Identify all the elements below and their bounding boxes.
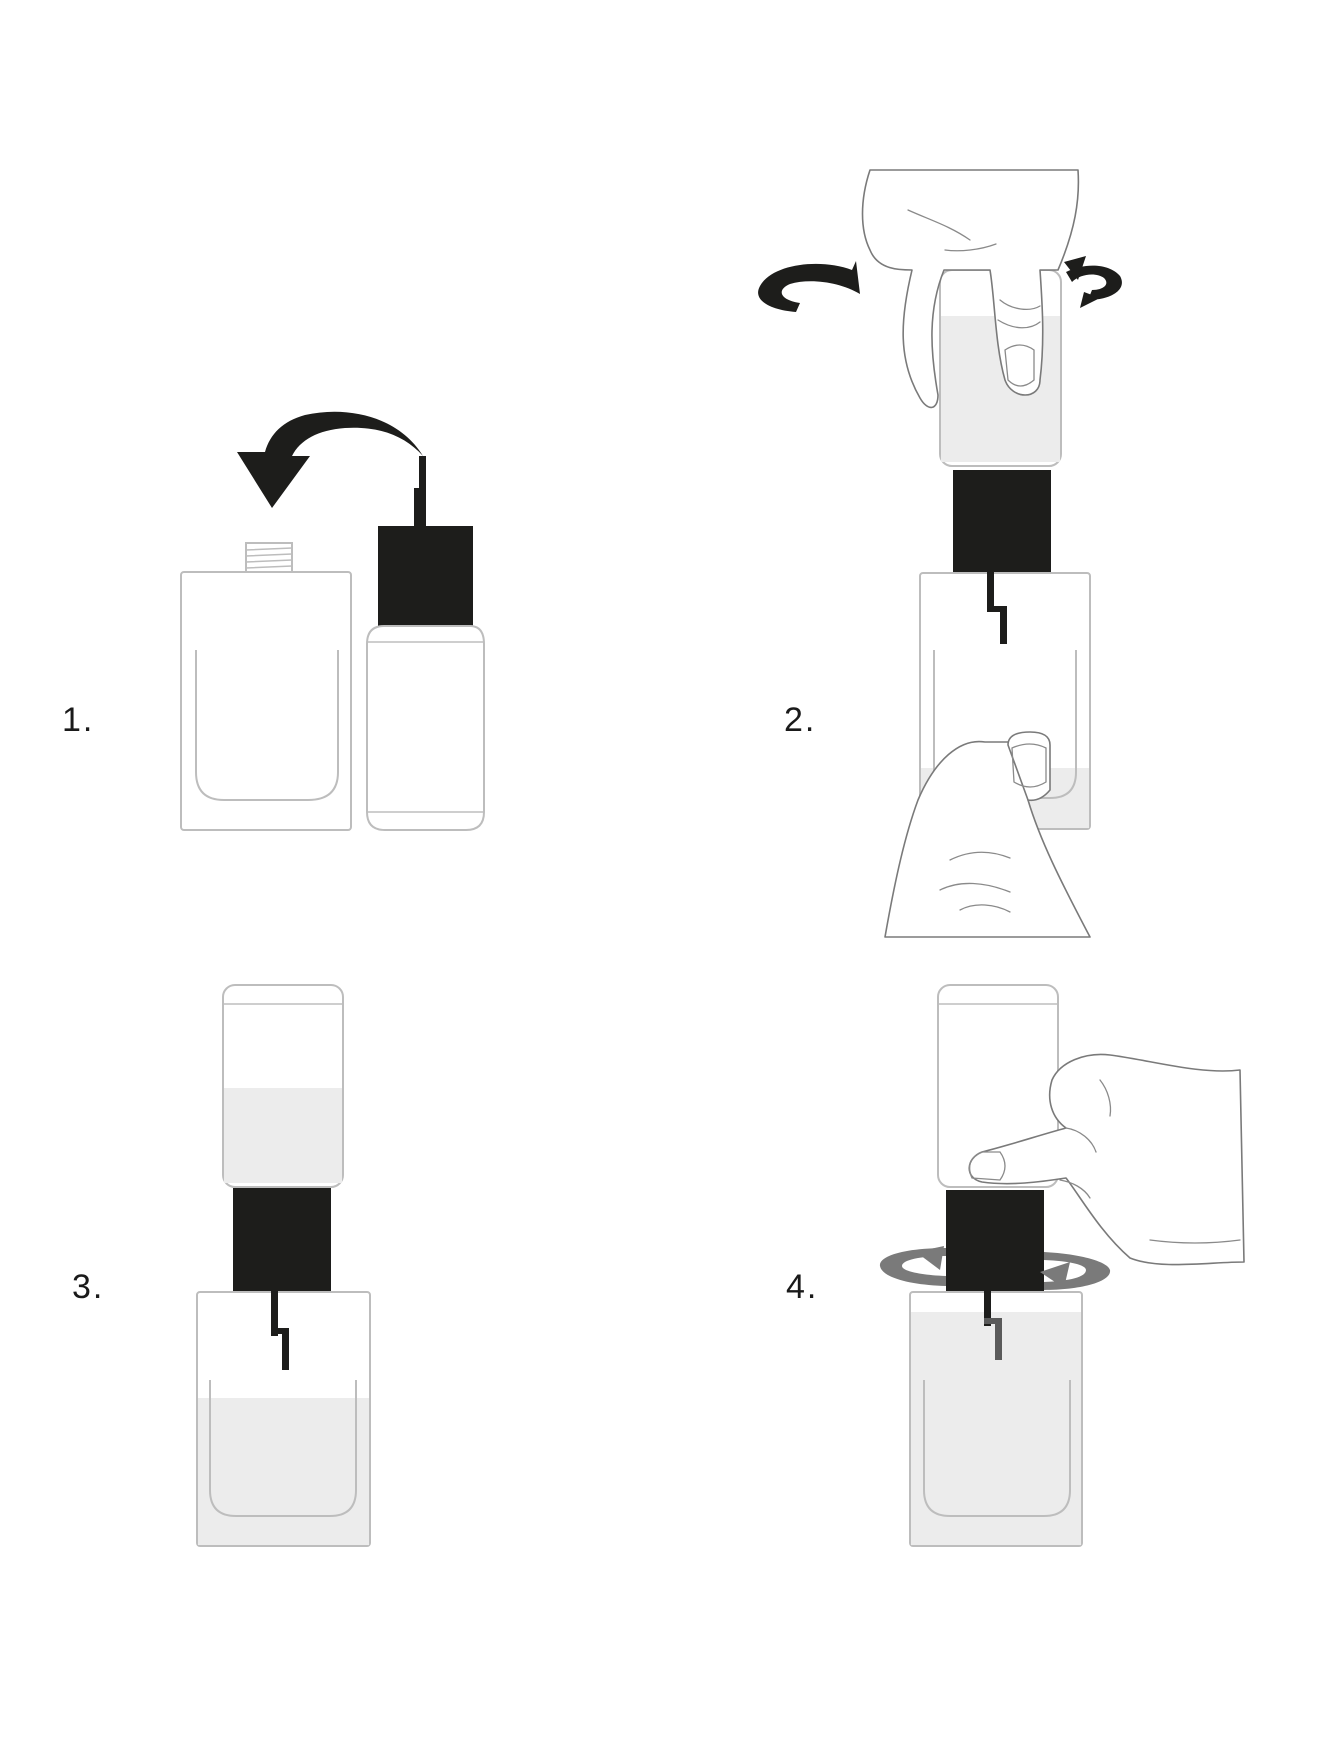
upper-hand [861,169,1080,409]
step-3-number: 3. [72,1268,104,1306]
step-2: 2. [758,169,1122,938]
step-4-number: 4. [786,1268,818,1306]
refill-cap-step4 [946,1190,1044,1294]
rotate-arrow-left-icon [758,261,860,312]
dip-tube-lower-step3 [282,1328,289,1370]
refill-bottle [366,456,485,831]
pour-arrow-icon [237,411,423,508]
rotate-arrow-right-icon [1066,265,1122,308]
dip-tube-upper-step3 [271,1290,278,1336]
dip-tube-joint-step4 [984,1318,1002,1324]
flacon-body [180,571,352,831]
refill-cap-step3 [233,1188,331,1292]
flacon-thread [245,547,293,569]
step-3: 3. [72,984,371,1547]
lower-hand [884,731,1091,938]
step-1: 1. [62,411,485,831]
inverted-refill-liquid-step3 [224,1088,342,1183]
cap-nozzle [414,488,426,528]
dip-tube-upper [987,572,994,612]
empty-flacon [180,542,352,831]
refill-cap-joined [953,470,1051,572]
flacon-inner-base-step3 [209,1380,357,1517]
cap-spike [419,456,426,492]
dip-tube-lower-step4 [995,1318,1002,1360]
step-4: 4. [786,984,1245,1547]
dip-tube-upper-step4 [984,1290,991,1326]
flacon-inner-base-step4 [923,1380,1071,1517]
dip-tube-joint [987,606,1007,612]
step-2-number: 2. [784,701,816,739]
flacon-inner-base [195,650,339,801]
dip-tube-lower [1000,606,1007,644]
dip-tube-joint-step3 [271,1328,289,1334]
rotate-arrow-right-head [1064,256,1086,280]
step-1-number: 1. [62,701,94,739]
flacon-neck [245,542,293,572]
flacon-liquid-step3 [198,1398,369,1545]
refill-bottle-body [366,625,485,831]
refill-cap [378,526,473,626]
rotation-ring-icon [879,1246,1111,1290]
twisting-hand [968,1053,1245,1266]
